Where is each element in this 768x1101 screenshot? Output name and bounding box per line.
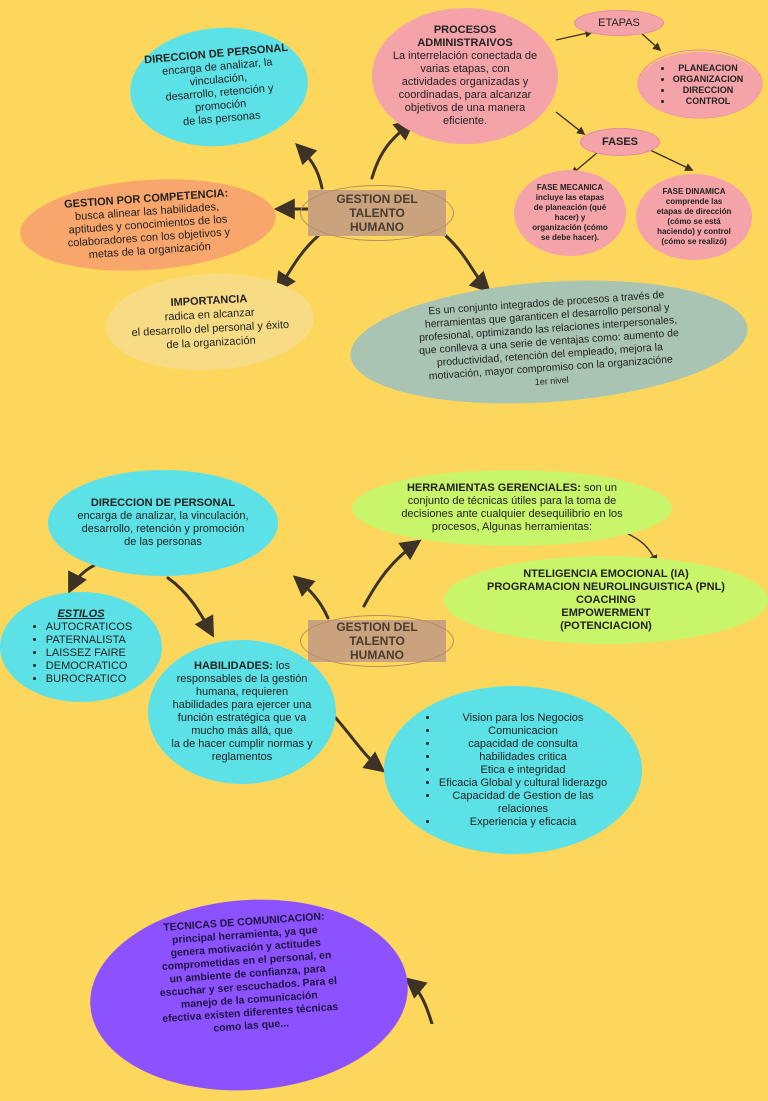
fase-mecanica-line: incluye las etapas xyxy=(535,193,605,202)
fase-mecanica-title: FASE MECANICA xyxy=(536,183,604,192)
center-node-line2: HUMANO xyxy=(350,648,404,662)
competencia-item: Experiencia y eficacia xyxy=(439,816,607,829)
etapas-list: PLANEACION ORGANIZACION DIRECCION CONTRO… xyxy=(657,63,744,107)
estilo-item: DEMOCRATICO xyxy=(46,660,132,673)
habilidades-line: función estratégica que va xyxy=(177,712,307,724)
habilidades-line: habilidades para ejercer una xyxy=(172,699,312,711)
competencia-item: Etica e integridad xyxy=(439,764,607,777)
herramientas-list-node: NTELIGENCIA EMOCIONAL (IA) PROGRAMACION … xyxy=(444,556,768,644)
definicion-note: 1er nivel xyxy=(534,374,570,387)
habilidades-title: HABILIDADES: xyxy=(194,660,273,672)
herramientas-line: decisiones ante cualquier desequilibrio … xyxy=(401,508,623,520)
habilidades-line: mucho más allá, que xyxy=(191,725,293,737)
competencia-item-line: relaciones xyxy=(497,802,549,815)
fase-dinamica-line: comprende las xyxy=(665,197,723,206)
procesos-title-line2: ADMINISTRAIVOS xyxy=(417,37,513,49)
procesos-administrativos-node: PROCESOS ADMINISTRAIVOS La interrelación… xyxy=(372,8,558,144)
habilidades-heading: HABILIDADES: los xyxy=(194,660,290,673)
fase-mecanica-line: de planeación (qué xyxy=(533,203,607,212)
estilo-item: PATERNALISTA xyxy=(46,634,132,647)
fase-dinamica-node: FASE DINAMICA comprende las etapas de di… xyxy=(636,174,752,260)
herramienta-item: (POTENCIACION) xyxy=(560,619,652,632)
center-node-gestion-talento-1: GESTION DEL TALENTO HUMANO xyxy=(300,185,454,241)
fase-mecanica-line: organización (cómo xyxy=(532,223,608,232)
competencia-item: habilidades critica xyxy=(439,751,607,764)
direccion-line: encarga de analizar, la vinculación, xyxy=(77,510,249,522)
habilidades-line: reglamentos xyxy=(211,751,273,763)
habilidades-after-title: los xyxy=(275,660,290,672)
competencia-item: Comunicacion xyxy=(439,725,607,738)
fase-dinamica-title: FASE DINAMICA xyxy=(662,187,726,196)
fase-dinamica-line: haciendo) y control xyxy=(657,227,731,236)
habilidades-line: la de hacer cumplir normas y xyxy=(171,738,313,750)
competencia-item: capacidad de consulta xyxy=(439,738,607,751)
direccion-personal-title: DIRECCION DE PERSONAL xyxy=(90,497,236,509)
etapas-item: CONTROL xyxy=(673,96,744,107)
herramienta-item: EMPOWERMENT xyxy=(561,606,651,619)
fase-dinamica-line: etapas de dirección xyxy=(656,207,732,216)
direccion-personal-node-2: DIRECCION DE PERSONAL encarga de analiza… xyxy=(48,470,278,576)
herramientas-title: HERRAMIENTAS GERENCIALES: xyxy=(406,482,581,494)
herramientas-line: procesos, Algunas herramientas: xyxy=(431,521,593,533)
etapas-node: ETAPAS xyxy=(574,10,664,36)
fase-mecanica-line: se debe hacer). xyxy=(540,233,600,242)
center-node-line1: GESTION DEL TALENTO xyxy=(336,620,418,648)
connector-arrows xyxy=(68,29,763,1024)
competencia-item-line: Capacidad de Gestion de las xyxy=(452,789,594,802)
direccion-line: desarrollo, retención y promoción xyxy=(81,523,245,535)
direccion-line: de las personas xyxy=(182,109,261,129)
etapas-label: ETAPAS xyxy=(598,17,640,29)
competencia-item: Vision para los Negocios xyxy=(439,712,607,725)
procesos-line: actividades organizadas y xyxy=(401,76,529,88)
herramientas-gerenciales-node: HERRAMIENTAS GERENCIALES: son un conjunt… xyxy=(352,470,672,546)
herramientas-after-title: son un xyxy=(584,482,618,494)
herramientas-heading: HERRAMIENTAS GERENCIALES: son un xyxy=(407,482,617,495)
fases-label: FASES xyxy=(601,136,639,148)
estilos-title: ESTILOS xyxy=(57,608,105,620)
procesos-line: coordinadas, para alcanzar xyxy=(398,89,532,101)
procesos-line: varias etapas, con xyxy=(420,63,510,75)
procesos-title-line1: PROCESOS xyxy=(433,24,497,36)
procesos-line: eficiente. xyxy=(442,115,488,127)
etapas-item: ORGANIZACION xyxy=(673,74,744,85)
fase-mecanica-node: FASE MECANICA incluye las etapas de plan… xyxy=(514,170,626,256)
herramienta-item: NTELIGENCIA EMOCIONAL (IA) xyxy=(523,567,689,580)
etapas-list-node: PLANEACION ORGANIZACION DIRECCION CONTRO… xyxy=(638,52,762,118)
competencias-list: Vision para los Negocios Comunicacion ca… xyxy=(419,712,607,829)
estilo-item: AUTOCRATICOS xyxy=(46,621,132,634)
etapas-item: PLANEACION xyxy=(673,63,744,74)
procesos-line: objetivos de una manera xyxy=(404,102,526,114)
estilo-item: LAISSEZ FAIRE xyxy=(46,647,132,660)
herramienta-item: COACHING xyxy=(576,593,636,606)
center-node-gestion-talento-2: GESTION DEL TALENTO HUMANO xyxy=(300,615,454,667)
habilidades-line: responsables de la gestión xyxy=(176,673,308,685)
estilo-item: BUROCRATICO xyxy=(46,673,132,686)
direccion-line: de las personas xyxy=(124,536,202,548)
center-node-line1: GESTION DEL TALENTO xyxy=(336,192,418,220)
fases-node: FASES xyxy=(580,128,660,156)
fase-dinamica-line: (cómo se está xyxy=(667,217,721,226)
center-node-line2: HUMANO xyxy=(350,220,404,234)
estilos-node: ESTILOS AUTOCRATICOS PATERNALISTA LAISSE… xyxy=(0,592,162,702)
etapas-item: DIRECCION xyxy=(673,85,744,96)
fase-dinamica-line: (cómo se realizó) xyxy=(661,237,727,246)
habilidades-line: humana, requieren xyxy=(195,686,289,698)
estilos-list: AUTOCRATICOS PATERNALISTA LAISSEZ FAIRE … xyxy=(30,621,132,686)
competencias-node: Vision para los Negocios Comunicacion ca… xyxy=(384,686,642,854)
fase-mecanica-line: hacer) y xyxy=(554,213,586,222)
competencia-item: Capacidad de Gestion de las relaciones xyxy=(439,790,607,816)
habilidades-node: HABILIDADES: los responsables de la gest… xyxy=(148,640,336,784)
competencia-item: Eficacia Global y cultural liderazgo xyxy=(439,777,607,790)
herramienta-item: PROGRAMACION NEUROLINGUISTICA (PNL) xyxy=(487,580,725,593)
procesos-line: La interrelación conectada de xyxy=(392,50,538,62)
herramientas-line: conjunto de técnicas útiles para la toma… xyxy=(407,495,617,507)
